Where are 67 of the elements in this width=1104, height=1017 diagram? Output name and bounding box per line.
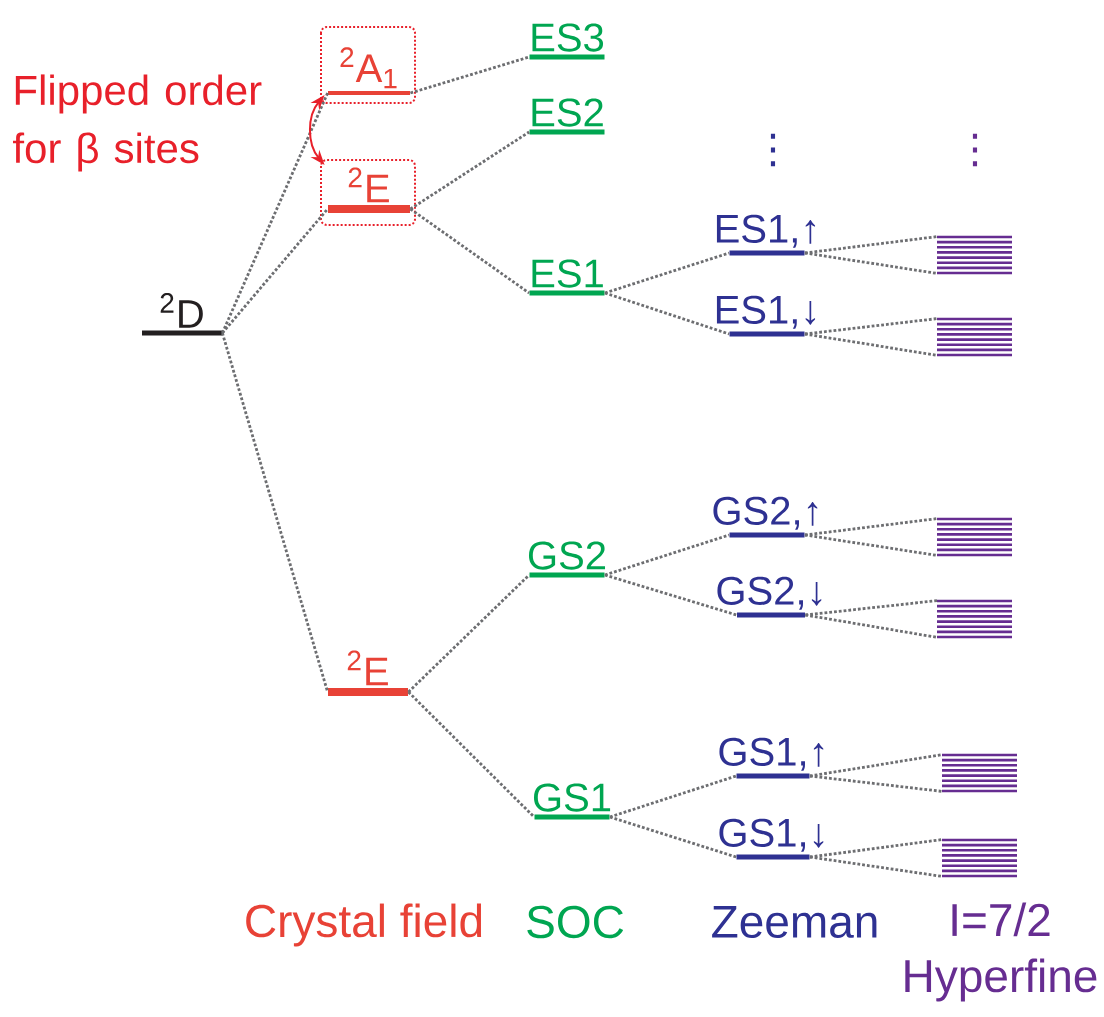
node-label: ES1,↓ — [716, 295, 816, 329]
connector-line — [407, 691, 536, 818]
energy-level: GS1,↑ — [719, 737, 824, 779]
energy-level: GS1 — [534, 783, 611, 820]
connector-line — [809, 774, 943, 793]
column-label: Crystal field — [246, 903, 482, 947]
connector-line — [805, 613, 938, 639]
energy-level: GS1,↓ — [719, 818, 824, 860]
node-label: $^{2}$E — [347, 650, 388, 686]
node-label: GS1 — [533, 783, 611, 812]
connector-line — [609, 774, 737, 819]
hyperfine-levels — [937, 235, 1012, 275]
connector-line — [809, 855, 943, 878]
vertical-ellipsis: ⋮ — [770, 133, 776, 167]
column-label: I=7/2 Hyperfine — [905, 902, 1097, 1002]
connector-line — [407, 574, 531, 693]
node-label: GS1,↑ — [719, 737, 824, 771]
connector-line — [604, 533, 730, 577]
connector-line — [604, 291, 730, 336]
energy-level: GS2 — [529, 541, 605, 578]
node-label: ES1 — [532, 259, 603, 288]
node-label: ES1,↑ — [716, 214, 816, 248]
connector-line — [604, 251, 730, 295]
vertical-ellipsis: ⋮ — [972, 133, 978, 167]
node-label: GS2,↑ — [713, 496, 818, 530]
connector-line — [804, 235, 938, 255]
node-label: ES2 — [532, 98, 603, 127]
energy-level: GS2,↑ — [713, 496, 818, 538]
hyperfine-levels — [937, 517, 1012, 557]
connector-line — [221, 332, 329, 693]
connector-line — [221, 92, 329, 334]
connector-line — [409, 130, 530, 211]
connector-line — [804, 332, 938, 357]
connector-line — [809, 753, 943, 778]
connector-line — [221, 208, 329, 334]
connector-line — [804, 517, 938, 537]
energy-level: ES1,↑ — [716, 214, 816, 256]
energy-level: ES1,↓ — [716, 295, 816, 337]
connector-line — [409, 207, 530, 295]
connector-line — [804, 317, 938, 336]
node-label: GS2,↓ — [717, 576, 822, 610]
connector-line — [805, 599, 938, 617]
energy-level: $^{2}$A$_{1}$ — [320, 26, 416, 104]
hyperfine-levels — [942, 838, 1017, 878]
energy-level: ES2 — [529, 98, 605, 135]
energy-level: $^{2}$E — [320, 159, 416, 226]
column-label: Zeeman — [712, 905, 877, 939]
column-label: SOC — [527, 905, 624, 939]
node-label: ES3 — [532, 23, 604, 52]
hyperfine-levels — [942, 753, 1017, 793]
hyperfine-levels — [937, 317, 1012, 357]
connector-line — [604, 573, 737, 617]
energy-level: GS2,↓ — [717, 576, 822, 618]
annotation-text: Flipped order for β sites — [13, 74, 262, 172]
hyperfine-levels — [937, 599, 1012, 639]
energy-level: ES3 — [529, 23, 605, 60]
connector-line — [804, 251, 938, 275]
node-label: $^{2}$D — [160, 293, 203, 328]
energy-level: ES1 — [529, 259, 605, 296]
connector-line — [609, 815, 737, 859]
connector-line — [410, 55, 530, 95]
connector-line — [804, 533, 938, 557]
energy-level: $^{2}$E — [328, 650, 408, 696]
node-label: GS1,↓ — [719, 818, 824, 852]
node-label: GS2 — [528, 541, 606, 570]
energy-level: $^{2}$D — [142, 293, 222, 336]
connector-line — [809, 838, 943, 859]
